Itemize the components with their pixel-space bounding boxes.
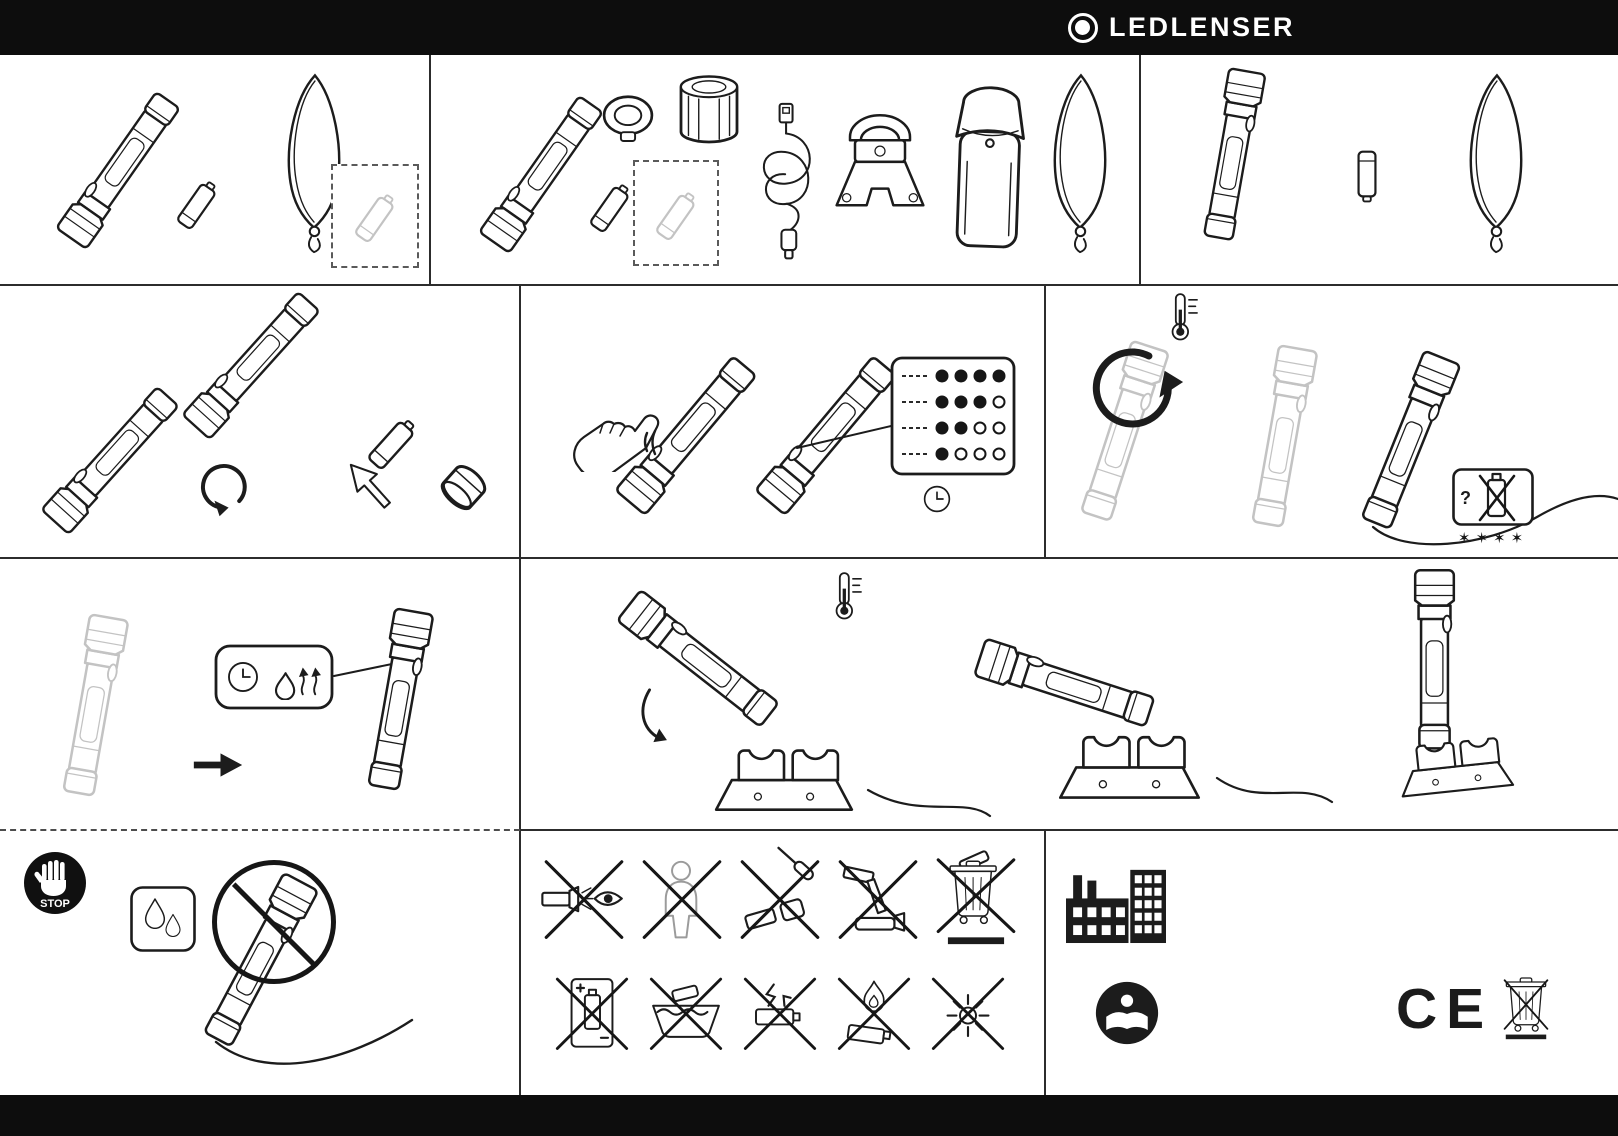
panel-divider	[519, 285, 521, 1095]
optional-battery-box	[633, 160, 719, 266]
anti-roll-ring-illustration	[597, 90, 659, 146]
stop-label: STOP	[40, 898, 70, 910]
lanyard-illustration	[1452, 66, 1540, 254]
weee-bin-icon	[1503, 977, 1549, 1040]
lanyard-illustration	[1036, 66, 1124, 254]
panel-divider	[1044, 829, 1046, 1095]
dry-wait-callout	[214, 644, 334, 710]
charging-cable-illustration	[750, 102, 824, 264]
optional-battery-illustration	[352, 189, 401, 246]
brand-logo: LEDLENSER	[1068, 12, 1295, 43]
prohibition-no-washing	[646, 972, 726, 1060]
mounting-bracket-illustration	[830, 108, 930, 220]
wait-clock-icon	[922, 484, 952, 514]
optional-battery-box	[331, 164, 419, 268]
panel-divider	[0, 557, 1618, 559]
insert-into-cradle-arrow	[641, 688, 667, 743]
tailcap-rotation-arrow	[191, 453, 258, 520]
prohibition-diagonal	[231, 882, 317, 967]
brand-wordmark: LEDLENSER	[1109, 12, 1296, 42]
prohibition-no-fire	[834, 972, 914, 1060]
panel-divider-dashed	[0, 829, 520, 831]
panel-divider	[1044, 285, 1046, 558]
battery-status-box: ?	[1452, 468, 1534, 526]
prohibition-keep-away-from-children	[638, 856, 726, 948]
ce-mark: CE	[1396, 977, 1494, 1041]
water-drops-box	[130, 886, 196, 952]
prohibition-row-1	[540, 846, 1020, 948]
clock-icon	[228, 662, 258, 692]
prohibition-no-shine-into-eyes	[540, 856, 628, 948]
press-motion-marks	[643, 429, 657, 456]
battery-indicator-dots	[902, 369, 1006, 461]
read-manual-icon	[1094, 980, 1160, 1046]
star-indicators: ✶✶✶✶	[1457, 529, 1529, 547]
cradle-cable-path	[866, 776, 1334, 818]
prohibition-no-short-circuit	[740, 972, 820, 1060]
stop-icon: STOP	[24, 852, 86, 914]
prohibition-no-disassembly	[736, 846, 824, 948]
panel-divider	[0, 284, 1618, 286]
panel-divider	[429, 55, 431, 285]
battery-status-question: ?	[1460, 488, 1471, 508]
panel-divider	[1139, 55, 1141, 285]
prohibition-no-wrong-polarity	[552, 972, 632, 1060]
battery-level-indicator	[890, 356, 1016, 476]
next-step-arrow	[190, 750, 246, 780]
indicator-callout-line	[796, 425, 892, 449]
factory-icon	[1066, 856, 1166, 948]
charging-cable-path	[214, 1018, 414, 1065]
callout-line	[333, 663, 393, 677]
prohibition-circle	[212, 860, 336, 984]
prohibition-row-2	[552, 972, 1008, 1060]
prohibition-no-heat-sunlight	[928, 972, 1008, 1060]
prohibition-no-household-waste	[932, 850, 1020, 948]
prohibition-no-repair-tools	[834, 856, 922, 948]
battery-illustration	[1356, 150, 1378, 204]
panel-divider	[520, 829, 1618, 831]
footer-bar	[0, 1095, 1618, 1136]
header-bar	[0, 0, 1618, 55]
brand-logo-icon	[1068, 12, 1098, 43]
holster-illustration	[943, 79, 1035, 258]
optional-battery-illustration	[653, 187, 702, 244]
protective-sleeve-illustration	[676, 72, 742, 156]
